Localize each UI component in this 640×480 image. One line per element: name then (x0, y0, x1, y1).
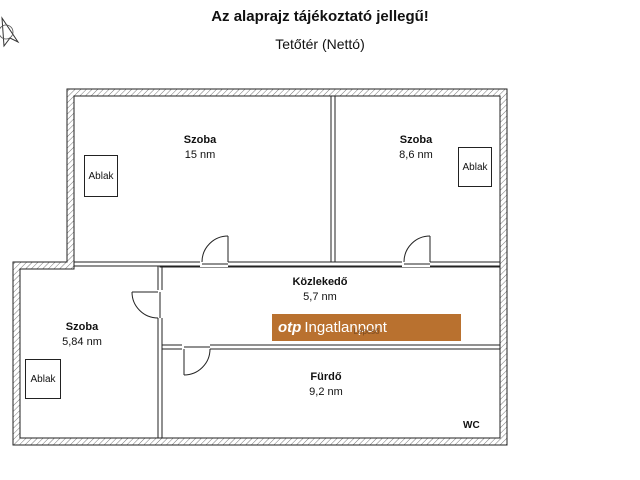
wall-room1-bottom (73, 261, 501, 267)
window-label: Ablak (458, 147, 492, 187)
watermark-banner: otp Ingatlanpont Lépcső (272, 314, 461, 341)
room-name: Szoba (183, 134, 217, 146)
door-swing-icon (183, 346, 211, 376)
room-label-kozlekedo: Közlekedő 5,7 nm (280, 275, 360, 305)
room-label-szoba-8-6: Szoba 8,6 nm (376, 133, 456, 163)
door-swing-icon (201, 235, 229, 265)
wc-label: WC (463, 420, 480, 431)
room-label-szoba-15: Szoba 15 nm (160, 133, 240, 163)
window-label: Ablak (84, 155, 118, 197)
wall-top-divider (330, 95, 336, 265)
window-label: Ablak (25, 359, 61, 399)
room-name: Fürdő (310, 371, 342, 383)
room-label-szoba-5-84: Szoba 5,84 nm (42, 320, 122, 350)
plan-subtitle: Tetőtér (Nettó) (275, 36, 365, 52)
room-area: 5,7 nm (303, 291, 337, 303)
wall-corridor-top (159, 265, 501, 268)
room-area: 9,2 nm (309, 386, 343, 398)
room-area: 8,6 nm (399, 149, 433, 161)
plan-title: Az alaprajz tájékoztató jellegű! (211, 8, 429, 25)
room-area: 15 nm (184, 149, 216, 161)
room-label-furdo: Fürdő 9,2 nm (286, 370, 366, 400)
room-area: 5,84 nm (62, 336, 102, 348)
north-arrow-icon (0, 16, 20, 48)
watermark-logo: otp (278, 319, 302, 336)
room-name: Szoba (399, 134, 433, 146)
room-name: Közlekedő (292, 276, 348, 288)
watermark-small-text: Lépcső (353, 327, 380, 336)
outer-wall (12, 88, 508, 446)
door-swing-icon (131, 291, 161, 319)
wall-corridor-bottom (159, 344, 501, 350)
watermark-text: Ingatlanpont (304, 319, 387, 336)
room-name: Szoba (65, 321, 99, 333)
door-swing-icon (403, 235, 431, 265)
